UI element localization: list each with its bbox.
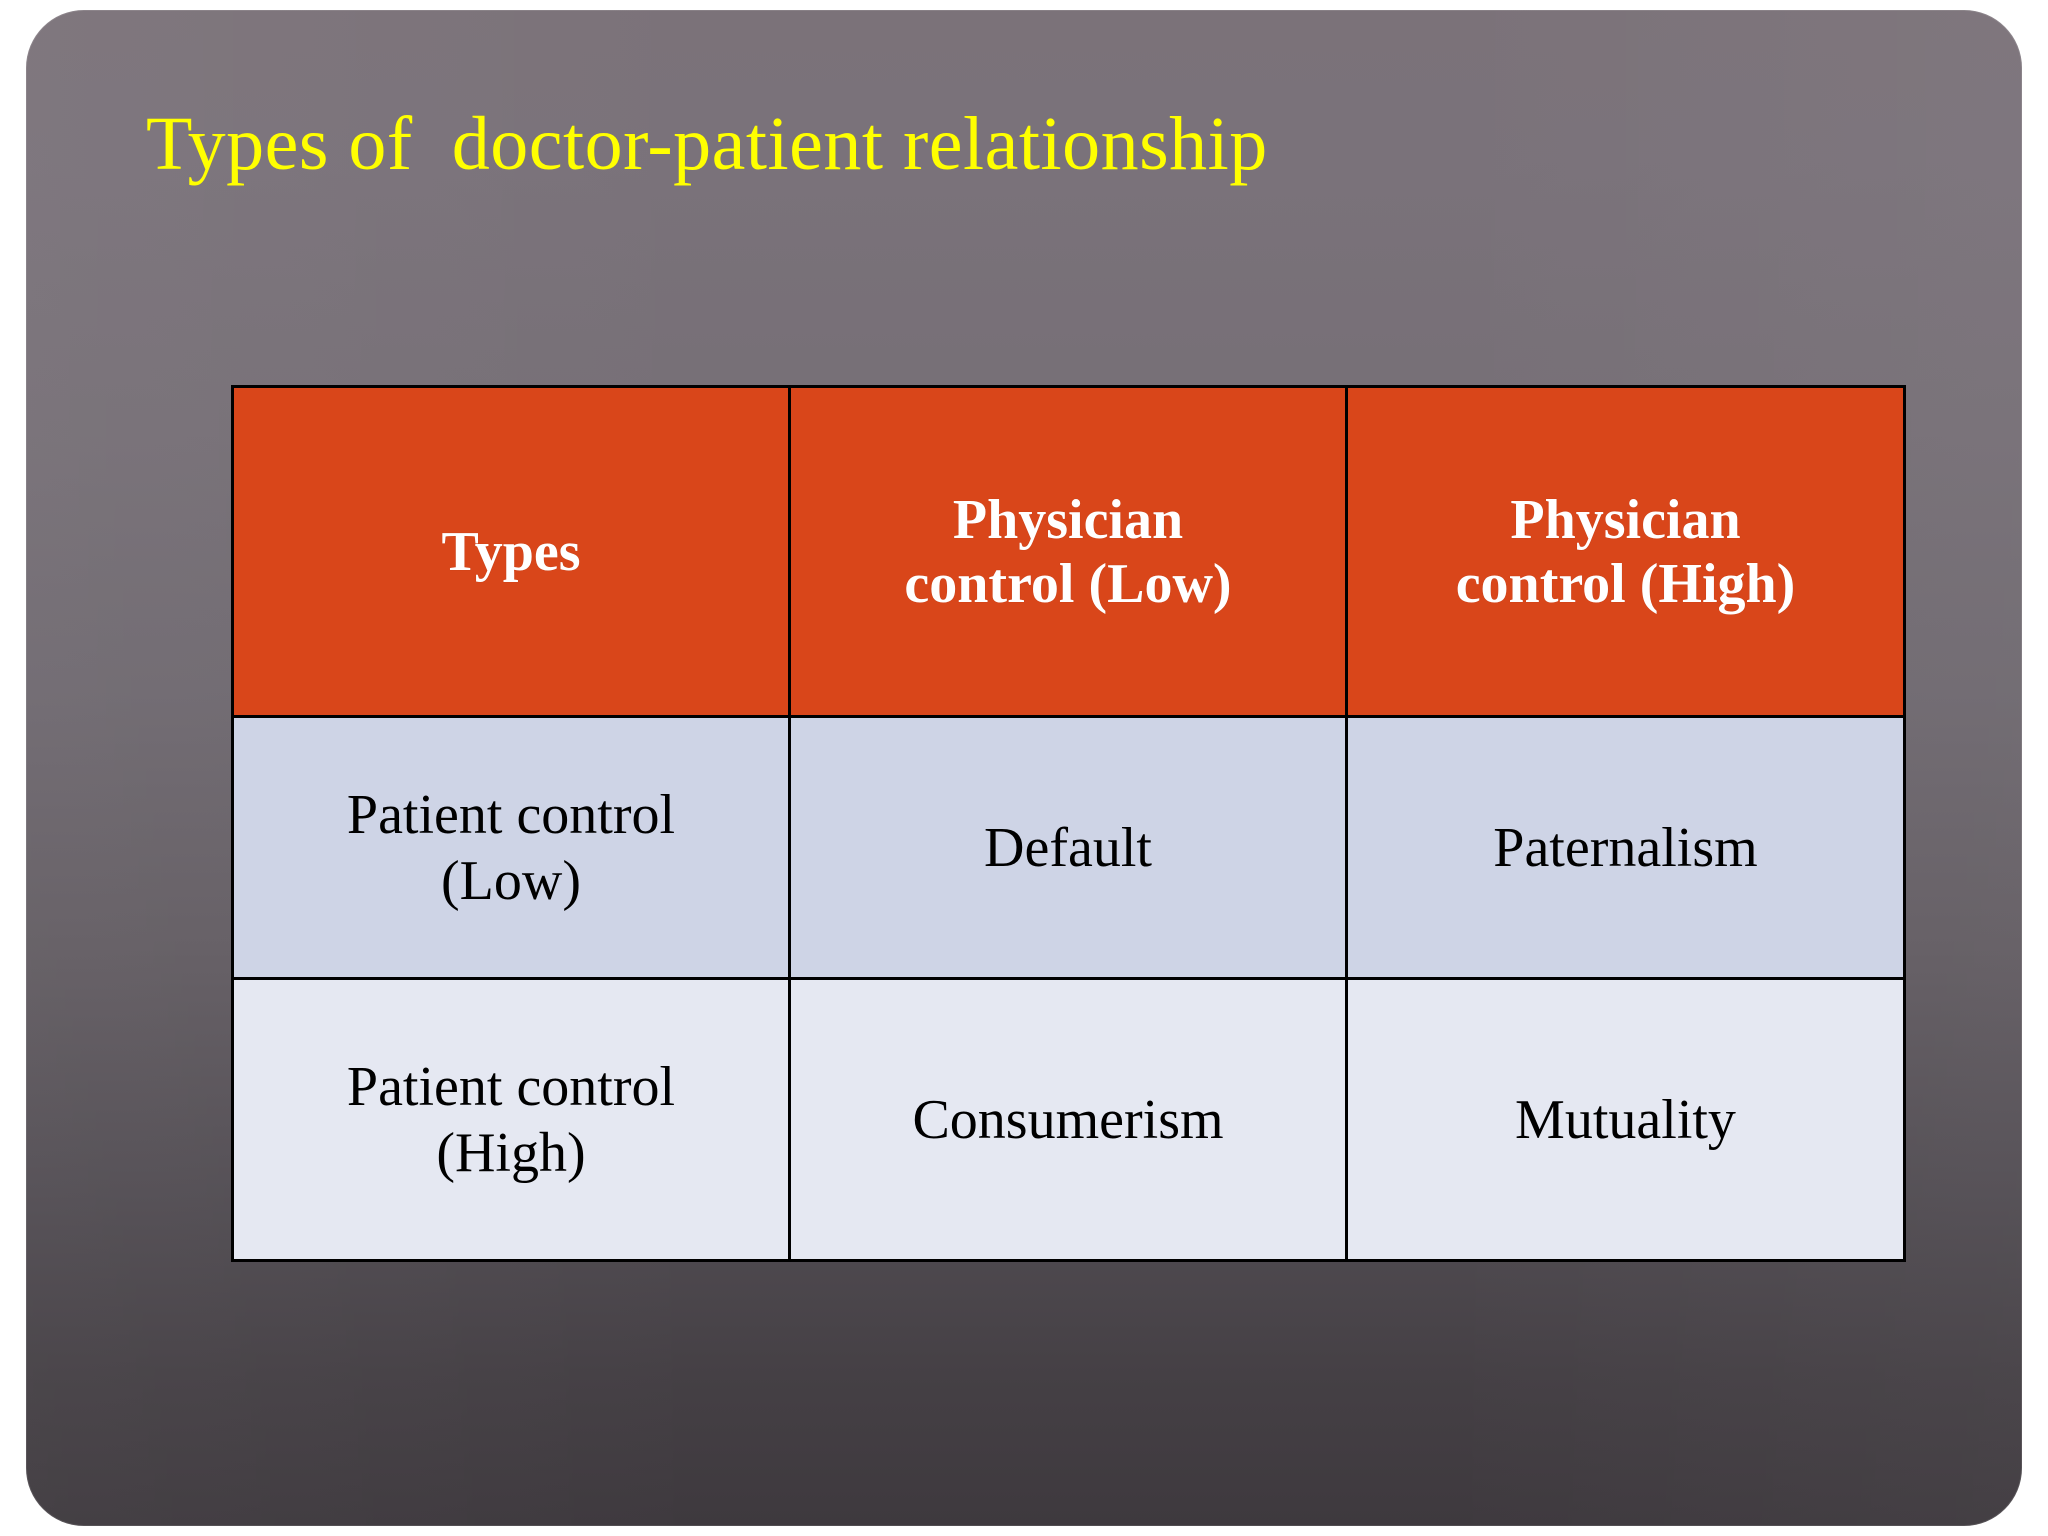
table-row: Patient control (Low) Default Paternalis… — [231, 715, 1906, 980]
column-header-types: Types — [231, 385, 791, 718]
column-header-physician-high-line1: Physician — [1510, 488, 1741, 551]
row-header-patient-high-line1: Patient control — [346, 1055, 676, 1118]
row-header-patient-low-line2: (Low) — [441, 849, 581, 912]
row-header-patient-low-line1: Patient control — [346, 783, 676, 846]
column-header-physician-low-line1: Physician — [952, 488, 1184, 551]
table-header: Types Physician control (Low) Physician … — [231, 385, 1906, 718]
column-header-physician-low-line2: control (Low) — [904, 552, 1232, 615]
cell-paternalism-label: Paternalism — [1493, 816, 1758, 879]
slide-panel: Types of doctor-patient relationship Typ… — [26, 10, 2022, 1526]
cell-consumerism-label: Consumerism — [912, 1088, 1224, 1151]
table-row: Patient control (High) Consumerism Mutua… — [231, 977, 1906, 1262]
cell-default: Default — [788, 715, 1348, 980]
relationship-types-table: Types Physician control (Low) Physician … — [231, 385, 1906, 1262]
column-header-physician-control-high: Physician control (High) — [1345, 385, 1906, 718]
cell-consumerism: Consumerism — [788, 977, 1348, 1262]
cell-mutuality: Mutuality — [1345, 977, 1906, 1262]
page-title: Types of doctor-patient relationship — [146, 102, 1268, 186]
cell-default-label: Default — [984, 816, 1152, 879]
table-header-row: Types Physician control (Low) Physician … — [231, 385, 1906, 718]
cell-paternalism: Paternalism — [1345, 715, 1906, 980]
row-header-patient-control-low: Patient control (Low) — [231, 715, 791, 980]
column-header-physician-high-line2: control (High) — [1455, 552, 1796, 615]
column-header-physician-control-low: Physician control (Low) — [788, 385, 1348, 718]
row-header-patient-high-line2: (High) — [436, 1121, 586, 1184]
table-body: Patient control (Low) Default Paternalis… — [231, 715, 1906, 1262]
column-header-types-line1: Types — [441, 520, 581, 583]
row-header-patient-control-high: Patient control (High) — [231, 977, 791, 1262]
cell-mutuality-label: Mutuality — [1515, 1088, 1736, 1151]
